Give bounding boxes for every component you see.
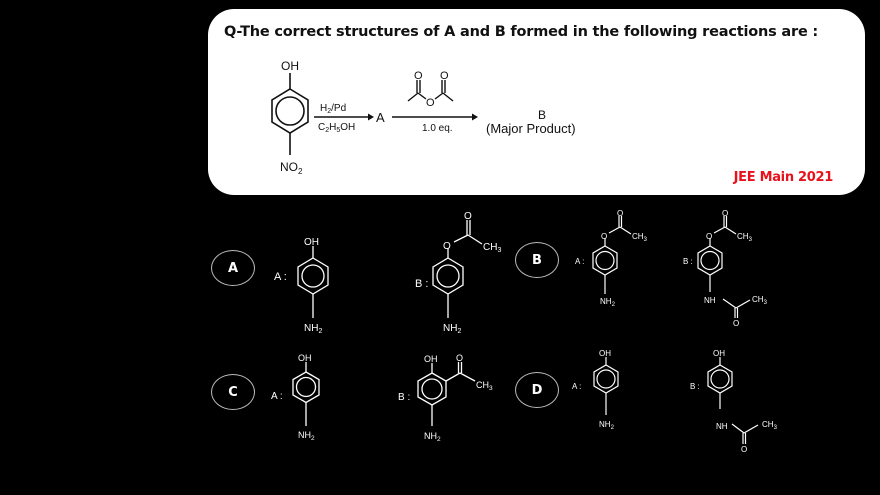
svg-text:H2/Pd: H2/Pd <box>320 103 346 115</box>
svg-text:1.0 eq.: 1.0 eq. <box>422 123 453 134</box>
option-a-structure-b: O O CH3 B : NH2 <box>415 211 501 335</box>
svg-text:NH2: NH2 <box>599 420 615 431</box>
option-c-structure-b: OH O CH3 B : NH2 <box>398 353 493 443</box>
svg-text:OH: OH <box>713 349 725 358</box>
svg-text:A :: A : <box>274 271 287 283</box>
acetic-anhydride-structure <box>407 80 454 102</box>
svg-text:OH: OH <box>424 354 438 364</box>
svg-text:NO2: NO2 <box>280 160 303 176</box>
svg-text:O: O <box>706 232 712 241</box>
option-b-structure-a: O O CH3 A : NH2 <box>575 209 648 308</box>
svg-text:OH: OH <box>599 349 611 358</box>
svg-text:OH: OH <box>298 353 312 363</box>
option-c-structure-a: OH A : NH2 <box>271 353 320 442</box>
product-note: (Major Product) <box>486 121 576 136</box>
p-nitrophenol-structure <box>271 73 309 155</box>
svg-text:A :: A : <box>575 257 584 266</box>
option-a-button[interactable]: A <box>211 250 255 286</box>
product-b: B <box>538 108 546 122</box>
option-b-button[interactable]: B <box>515 242 559 278</box>
svg-text:NH2: NH2 <box>304 323 322 335</box>
svg-text:CH3: CH3 <box>476 380 493 392</box>
svg-text:OH: OH <box>304 237 319 248</box>
reaction-scheme: OH NO2 H2/Pd C2H5OH A O O O 1.0 eq. <box>271 59 576 176</box>
svg-text:O: O <box>722 209 728 218</box>
option-b-structure-b: O O CH3 B : NH O CH3 <box>683 209 768 328</box>
question-title: Q-The correct structures of A and B form… <box>224 24 819 40</box>
reaction-arrow-1 <box>314 113 374 121</box>
svg-text:O: O <box>456 353 463 363</box>
svg-text:O: O <box>617 209 623 218</box>
svg-text:O: O <box>601 232 607 241</box>
svg-text:NH2: NH2 <box>424 431 441 443</box>
svg-text:NH: NH <box>704 296 716 305</box>
svg-text:NH: NH <box>716 422 728 431</box>
svg-text:O: O <box>733 319 739 328</box>
option-a-structure-a: OH A : NH2 <box>274 237 329 335</box>
svg-text:CH3: CH3 <box>762 420 778 431</box>
svg-text:A :: A : <box>572 382 581 391</box>
svg-text:CH3: CH3 <box>632 232 648 243</box>
svg-text:O: O <box>414 70 423 82</box>
svg-text:B :: B : <box>398 392 410 403</box>
svg-text:B :: B : <box>690 382 700 391</box>
svg-text:O: O <box>464 211 472 222</box>
svg-text:CH3: CH3 <box>752 295 768 306</box>
svg-text:NH2: NH2 <box>443 323 461 335</box>
intermediate-a: A <box>376 110 385 125</box>
source-tag: JEE Main 2021 <box>733 170 834 185</box>
question-card: Q-The correct structures of A and B form… <box>208 9 865 195</box>
svg-text:NH2: NH2 <box>600 297 616 308</box>
option-d-structure-b: OH B : NH O CH3 <box>690 349 778 454</box>
reaction-arrow-2 <box>392 113 478 121</box>
svg-text:NH2: NH2 <box>298 430 315 442</box>
svg-text:O: O <box>443 241 451 252</box>
svg-text:CH3: CH3 <box>483 242 501 254</box>
svg-text:A :: A : <box>271 391 283 402</box>
oh-label: OH <box>281 59 299 73</box>
svg-text:B :: B : <box>683 257 693 266</box>
option-d-structure-a: OH A : NH2 <box>572 349 619 431</box>
svg-text:O: O <box>440 70 449 82</box>
svg-text:O: O <box>741 445 747 454</box>
option-c-button[interactable]: C <box>211 374 255 410</box>
option-d-button[interactable]: D <box>515 372 559 408</box>
svg-text:CH3: CH3 <box>737 232 753 243</box>
svg-text:O: O <box>426 97 435 109</box>
svg-text:B :: B : <box>415 278 428 290</box>
svg-text:C2H5OH: C2H5OH <box>318 122 355 134</box>
